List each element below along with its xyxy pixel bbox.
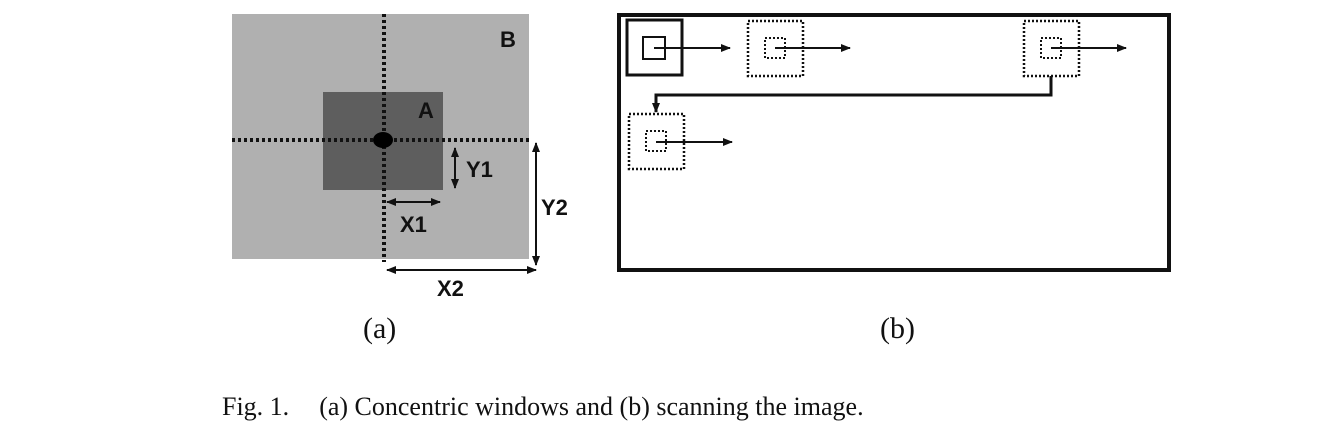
center-point [373, 132, 393, 148]
window-outer [746, 19, 805, 78]
panel-a: B A Y1 X1 Y2 X2 (a) [232, 14, 568, 345]
panel-b: (b) [617, 13, 1171, 345]
outer-window-label: B [500, 27, 516, 52]
figure-number: Fig. 1. [222, 392, 290, 421]
caption-text: (a) Concentric windows and (b) scanning … [319, 392, 864, 421]
scan-window-4 [627, 112, 733, 171]
next-row-arrow [652, 76, 1053, 113]
figure-caption: Fig. 1. (a) Concentric windows and (b) sc… [222, 392, 864, 422]
y2-label: Y2 [541, 195, 568, 220]
panel-b-sublabel: (b) [880, 312, 915, 345]
scan-window-1 [625, 18, 731, 77]
inner-window-label: A [418, 98, 434, 123]
scan-window-2 [746, 19, 851, 78]
x1-label: X1 [400, 212, 427, 237]
window-outer [627, 112, 686, 171]
y1-label: Y1 [466, 157, 493, 182]
panel-a-sublabel: (a) [363, 312, 396, 345]
image-frame [617, 13, 1171, 272]
x2-label: X2 [437, 276, 464, 301]
scan-window-3 [1022, 19, 1127, 78]
